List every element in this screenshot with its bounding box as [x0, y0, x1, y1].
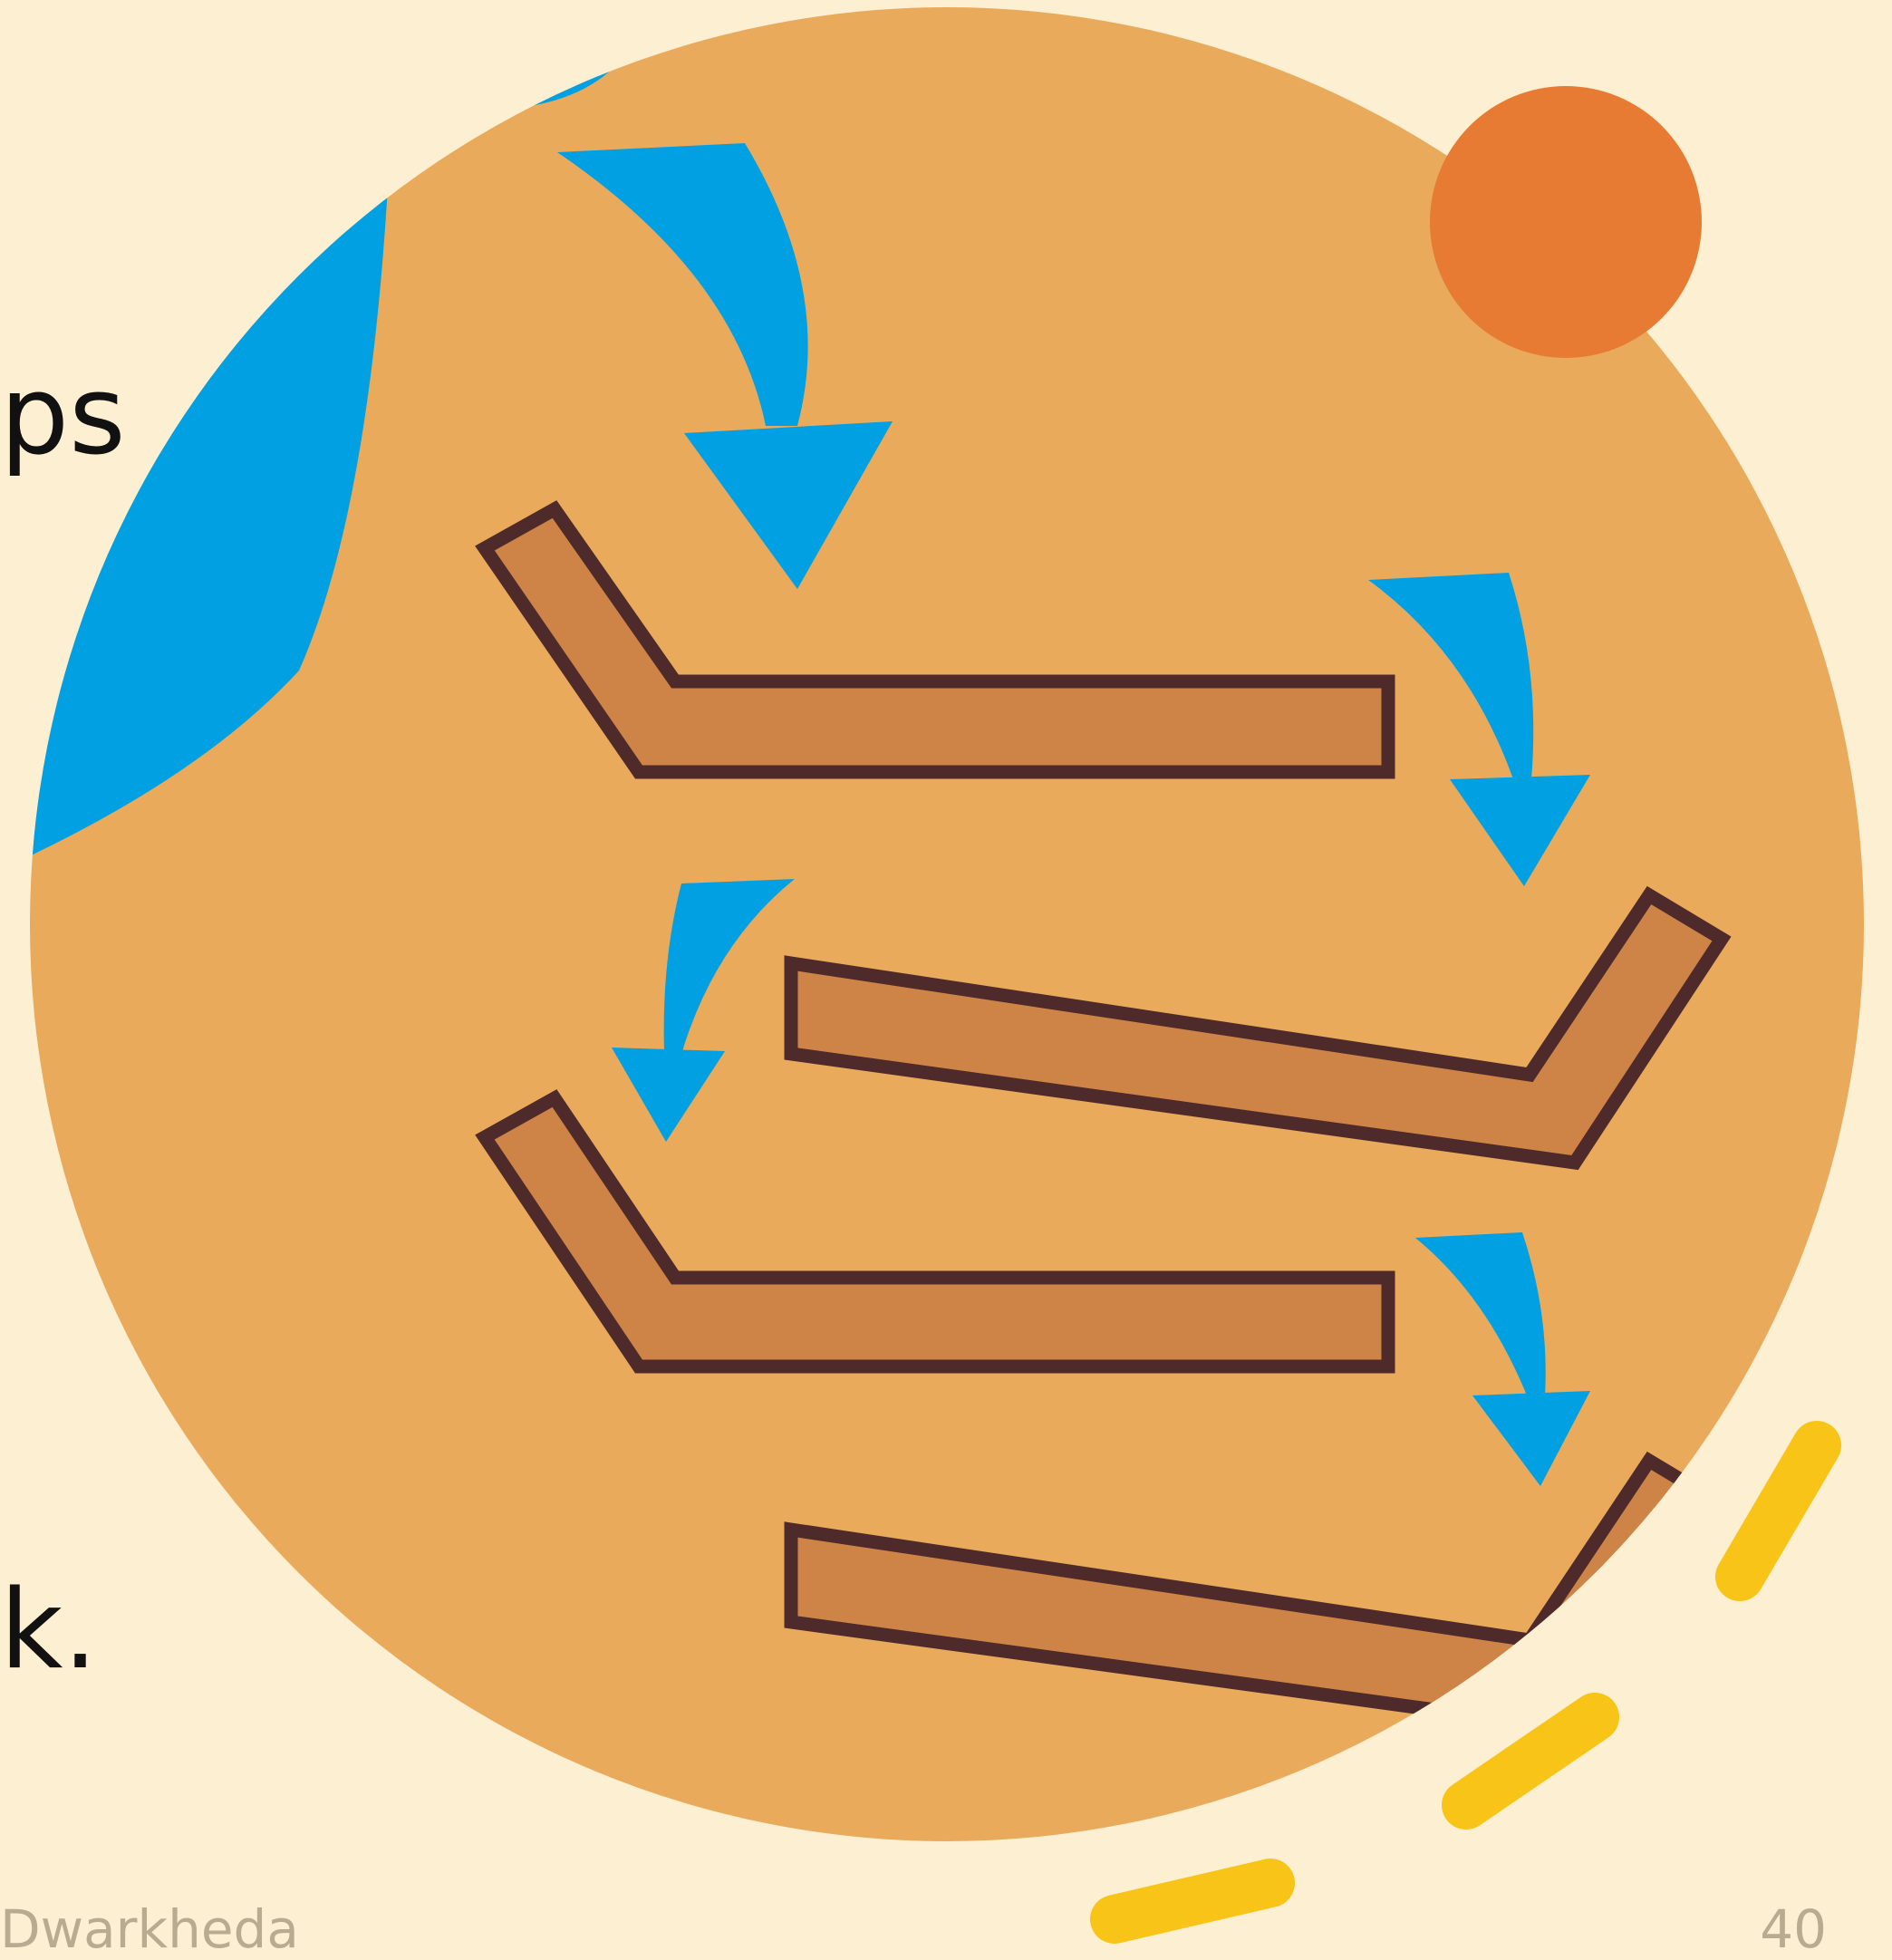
slide-text-fragment-bottom: k.: [0, 1577, 98, 1685]
dash-accent-2: [1466, 1717, 1595, 1805]
footer-author: Dwarkheda: [0, 1898, 299, 1960]
dash-accent-1: [1740, 1445, 1817, 1577]
slide-number: 40: [1760, 1898, 1827, 1960]
orange-dot: [1430, 86, 1702, 358]
dash-accent-3: [1115, 1883, 1270, 1919]
slide-text-fragment-top: ps: [0, 362, 126, 471]
